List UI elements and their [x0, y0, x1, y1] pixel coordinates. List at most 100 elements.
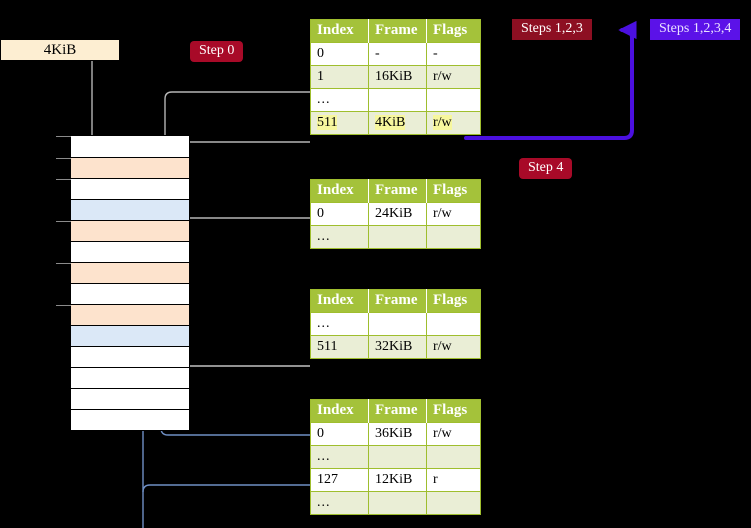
table-cell: - — [426, 42, 481, 66]
table-cell — [368, 88, 427, 112]
table-cell — [426, 312, 481, 336]
table-cell: 24KiB — [368, 202, 427, 226]
table-cell — [426, 88, 481, 112]
table-cell: 16KiB — [368, 65, 427, 89]
badge-step-4: Step 4 — [519, 158, 573, 179]
column-header-flags: Flags — [426, 289, 481, 313]
table-cell: ... — [310, 88, 369, 112]
table-row: ... — [310, 225, 481, 249]
table-row: ... — [310, 491, 481, 515]
memory-row — [56, 135, 190, 157]
table-cell: - — [368, 42, 427, 66]
table-row: ... — [310, 445, 481, 469]
table-cell: 511 — [310, 335, 369, 359]
table-cell: r/w — [426, 65, 481, 89]
badge-steps-123: Steps 1,2,3 — [512, 19, 592, 40]
memory-row-tick — [56, 179, 71, 180]
memory-row — [70, 325, 190, 346]
table-cell: 0 — [310, 422, 369, 446]
memory-row — [70, 346, 190, 367]
table-cell: r/w — [426, 335, 481, 359]
table-cell: 0 — [310, 42, 369, 66]
table-cell — [426, 491, 481, 515]
memory-row-tick — [56, 221, 71, 222]
table-cell — [426, 445, 481, 469]
table-cell: 1 — [310, 65, 369, 89]
wire-blue-up-long — [142, 484, 310, 528]
table-row: 0-- — [310, 42, 481, 66]
table-cell: 32KiB — [368, 335, 427, 359]
table-row: ... — [310, 88, 481, 112]
memory-row — [70, 283, 190, 304]
memory-row — [56, 262, 190, 283]
column-header-frame: Frame — [368, 19, 427, 43]
memory-row — [56, 304, 190, 325]
table-row: ... — [310, 312, 481, 336]
memory-row — [56, 157, 190, 178]
wire-table2-to-memory — [171, 217, 310, 262]
memory-row-tick — [56, 136, 71, 137]
frame-size-label: 4KiB — [43, 41, 77, 58]
memory-row-tick — [56, 263, 71, 264]
table-cell: ... — [310, 225, 369, 249]
table-cell — [426, 225, 481, 249]
memory-row — [56, 220, 190, 241]
column-header-frame: Frame — [368, 289, 427, 313]
column-header-index: Index — [310, 19, 369, 43]
column-header-flags: Flags — [426, 19, 481, 43]
column-header-flags: Flags — [426, 179, 481, 203]
table-cell: r — [426, 468, 481, 492]
wire-steps-bracket — [464, 20, 637, 140]
memory-row — [70, 367, 190, 388]
column-header-frame: Frame — [368, 179, 427, 203]
column-header-index: Index — [310, 179, 369, 203]
memory-column — [56, 135, 190, 431]
table-cell — [368, 312, 427, 336]
column-header-frame: Frame — [368, 399, 427, 423]
table-cell — [368, 445, 427, 469]
column-header-flags: Flags — [426, 399, 481, 423]
table-row: 511 4KiB r/w — [310, 111, 481, 135]
column-header-index: Index — [310, 399, 369, 423]
wire-table3-to-memory — [177, 352, 310, 367]
table-cell: ... — [310, 445, 369, 469]
table-cell: 0 — [310, 202, 369, 226]
table-cell: ... — [310, 491, 369, 515]
table-cell: 36KiB — [368, 422, 427, 446]
table-cell: 511 — [310, 111, 369, 135]
table-cell — [368, 225, 427, 249]
wire-memory-to-table1 — [171, 141, 310, 157]
highlighted-value: r/w — [433, 114, 452, 130]
column-header-index: Index — [310, 289, 369, 313]
badge-steps-1234: Steps 1,2,3,4 — [650, 19, 741, 40]
badge-step-0: Step 0 — [190, 41, 244, 62]
table-cell: r/w — [426, 202, 481, 226]
highlighted-value: 4KiB — [375, 114, 406, 130]
table-cell: 4KiB — [368, 111, 427, 135]
table-cell — [368, 491, 427, 515]
table-cell: ... — [310, 312, 369, 336]
table-cell: r/w — [426, 422, 481, 446]
frame-size-box: 4KiB — [0, 39, 120, 61]
memory-row-tick — [56, 158, 71, 159]
memory-row-tick — [56, 305, 71, 306]
table-cell: 127 — [310, 468, 369, 492]
memory-row — [70, 241, 190, 262]
memory-row — [56, 178, 190, 199]
table-cell: 12KiB — [368, 468, 427, 492]
memory-row — [70, 199, 190, 220]
